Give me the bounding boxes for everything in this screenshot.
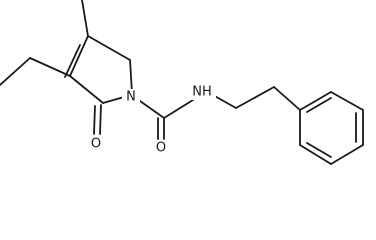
bond-n1-carbonyl <box>139 100 165 119</box>
bond-ch2-phenyl <box>273 86 301 111</box>
bond-ch2-c4 <box>87 35 131 61</box>
phenyl-bond-5 <box>299 144 332 165</box>
ring-nitrogen-label-group: N <box>122 89 140 105</box>
amide-nitrogen-label: NH <box>192 85 212 100</box>
bond-c3-ethyl <box>29 57 71 77</box>
lactam-oxygen-label: O <box>91 137 101 152</box>
bond-carbonyl-nh <box>163 99 194 119</box>
bond-n1-ch2 <box>129 59 133 94</box>
bond-c2-n1 <box>102 96 125 104</box>
amide-oxygen-label-group: O <box>154 140 168 156</box>
bond-c4-c3-double <box>64 44 81 78</box>
structure-canvas: N NH O O <box>0 0 364 165</box>
bond-c4-c3 <box>69 35 89 77</box>
bond-c2-o-1 <box>99 104 102 135</box>
phenyl-bond-2 <box>330 91 364 111</box>
bond-c2-o-2 <box>93 105 96 135</box>
ring-nitrogen-label: N <box>126 90 136 105</box>
bond-c3-c2 <box>69 75 104 104</box>
bond-ethyl-terminal <box>0 57 31 86</box>
phenyl-inner-3 <box>306 142 332 158</box>
amide-nitrogen-label-group: NH <box>188 84 216 100</box>
molecule-diagram: N NH O O <box>0 0 364 165</box>
amide-oxygen-label: O <box>156 141 166 156</box>
phenyl-bond-1 <box>299 91 332 111</box>
phenyl-inner-1 <box>306 97 332 113</box>
bond-ch2-ch2 <box>235 86 275 109</box>
bond-c4-methyl <box>81 0 89 37</box>
lactam-oxygen-label-group: O <box>89 136 103 152</box>
phenyl-bond-4 <box>330 144 364 165</box>
